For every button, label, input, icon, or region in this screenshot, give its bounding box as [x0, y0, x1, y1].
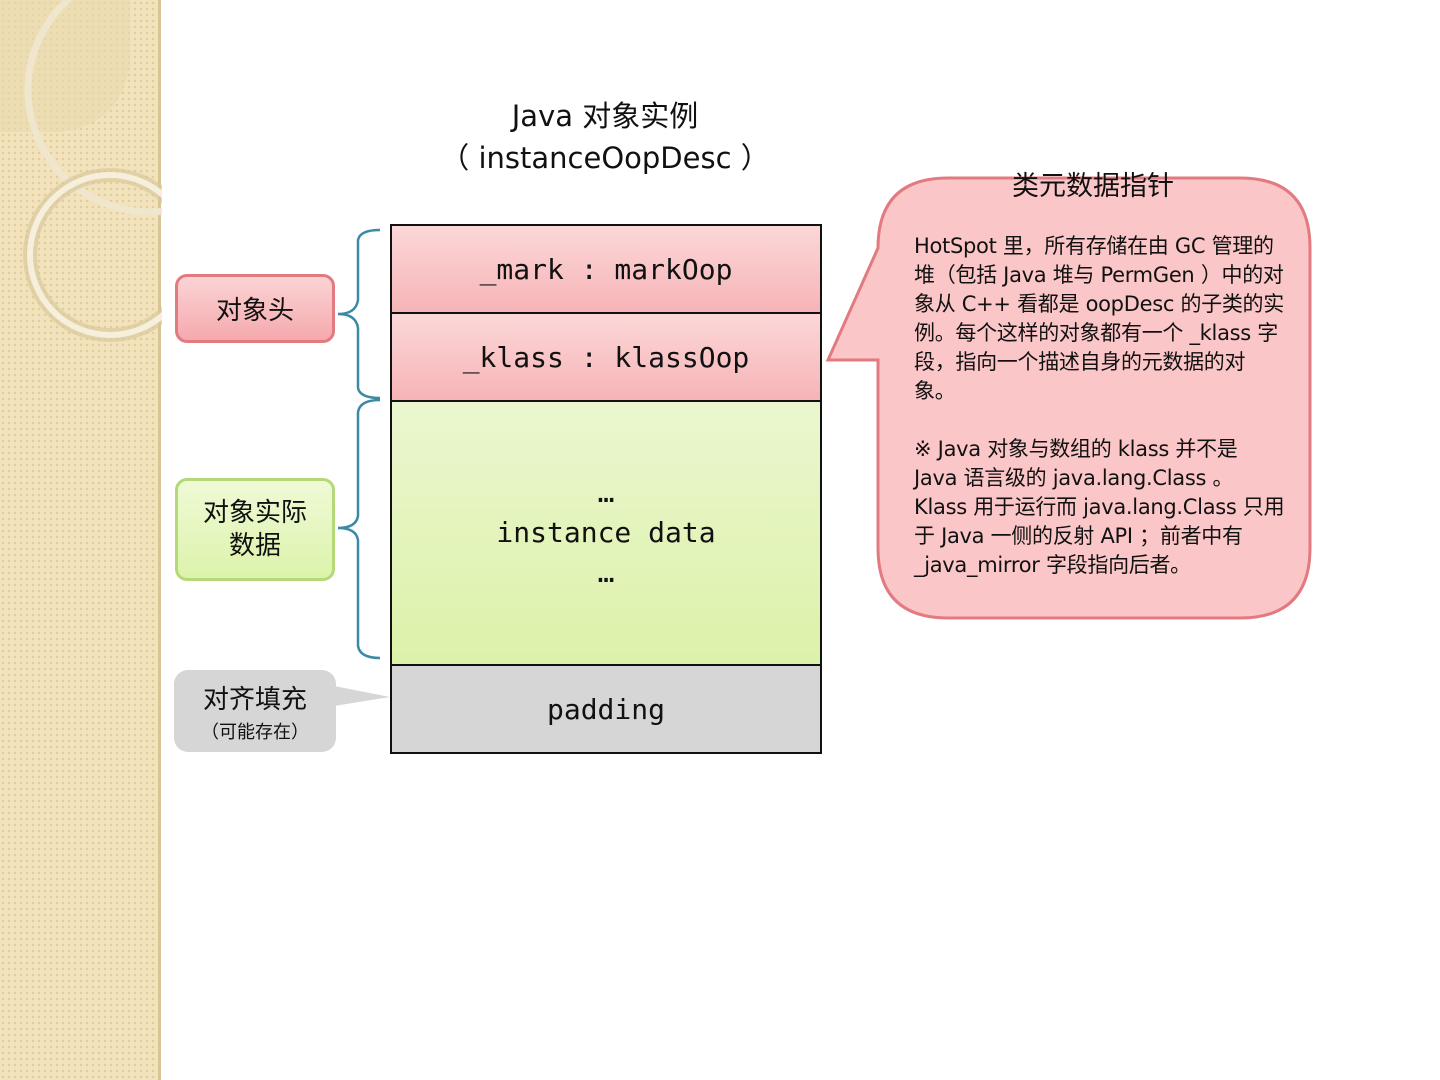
object-header-text: 对象头 — [215, 296, 294, 326]
slide-title: Java 对象实例 （ instanceOopDesc ） — [440, 95, 770, 179]
padding-side-text: 对齐填充 — [202, 684, 307, 715]
padding-label: padding — [546, 692, 665, 726]
callout-title: 类元数据指针 — [1012, 171, 1174, 202]
object-header-label: 对象头 — [175, 274, 335, 343]
instance-data-dots-top: … — [597, 476, 615, 509]
header-brace — [337, 228, 381, 400]
instance-data-side-line2: 数据 — [228, 530, 281, 561]
callout-body: HotSpot 里，所有存储在由 GC 管理的堆（包括 Java 堆与 Perm… — [914, 232, 1286, 580]
data-brace — [337, 398, 381, 660]
mark-field-label: _mark : markOop — [479, 252, 733, 286]
padding-side-subtext: （可能存在） — [201, 721, 309, 743]
slide-title-line2: （ instanceOopDesc ） — [440, 141, 770, 175]
instance-data-label: instance data — [496, 516, 716, 549]
callout-paragraph-2: ※ Java 对象与数组的 klass 并不是 Java 语言级的 java.l… — [914, 437, 1285, 577]
instance-data-dots-bottom: … — [597, 556, 615, 589]
klass-field-cell: _klass : klassOop — [390, 312, 822, 402]
instance-data-side-line1: 对象实际 — [202, 497, 307, 528]
klass-field-label: _klass : klassOop — [462, 340, 750, 374]
instance-data-side-label: 对象实际 数据 — [175, 478, 335, 581]
callout-paragraph-1: HotSpot 里，所有存储在由 GC 管理的堆（包括 Java 堆与 Perm… — [914, 234, 1284, 403]
padding-side-label: 对齐填充 （可能存在） — [174, 670, 336, 752]
mark-field-cell: _mark : markOop — [390, 224, 822, 314]
slide-title-line1: Java 对象实例 — [511, 99, 699, 133]
decorative-rings — [0, 0, 162, 342]
padding-cell: padding — [390, 664, 822, 754]
padding-pointer — [334, 686, 390, 706]
object-layout-stack: _mark : markOop _klass : klassOop … inst… — [390, 224, 822, 754]
callout-bubble — [825, 176, 1312, 620]
instance-data-cell: … instance data … — [390, 400, 822, 666]
